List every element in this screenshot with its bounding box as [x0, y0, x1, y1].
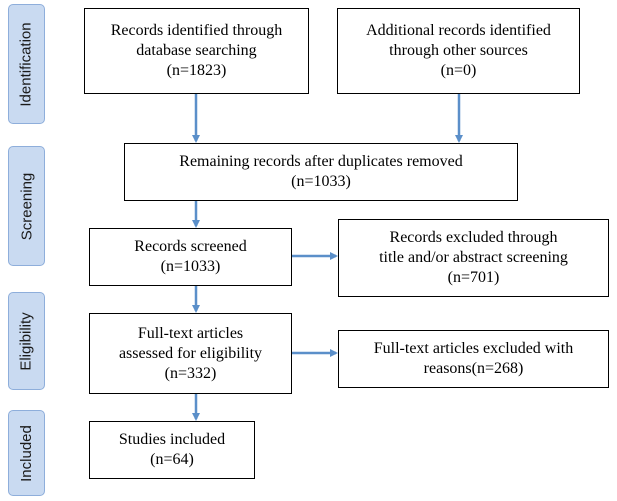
excluded-title-abstract-count: (n=701)	[447, 269, 500, 286]
box-fulltext-assessed: Full-text articles assessed for eligibil…	[89, 313, 292, 394]
box-database-records: Records identified through database sear…	[84, 8, 309, 94]
other-sources-line1: Additional records identified	[366, 22, 551, 39]
phase-screening: Screening	[8, 146, 45, 266]
phase-eligibility: Eligibility	[8, 292, 45, 390]
box-studies-included: Studies included (n=64)	[89, 421, 255, 479]
excluded-title-abstract-line1: Records excluded through	[389, 229, 558, 246]
box-excluded-title-abstract: Records excluded through title and/or ab…	[338, 219, 609, 297]
box-fulltext-excluded: Full-text articles excluded with reasons…	[338, 330, 609, 388]
records-screened-line1: Records screened	[134, 238, 247, 255]
other-sources-line2: through other sources	[389, 42, 528, 59]
studies-included-count: (n=64)	[150, 451, 194, 468]
studies-included-line1: Studies included	[118, 431, 226, 448]
duplicates-removed-line1: Remaining records after duplicates remov…	[179, 153, 463, 170]
fulltext-excluded-line1: Full-text articles excluded with	[373, 340, 574, 357]
database-records-line1: Records identified through	[110, 22, 283, 39]
database-records-count: (n=1823)	[166, 62, 227, 79]
fulltext-assessed-line1: Full-text articles	[137, 324, 244, 342]
phase-identification: Identification	[8, 4, 45, 124]
box-other-sources: Additional records identified through ot…	[337, 8, 580, 94]
excluded-title-abstract-line2: title and/or abstract screening	[379, 249, 568, 266]
duplicates-removed-count: (n=1033)	[291, 173, 351, 190]
fulltext-assessed-line2: assessed for eligibility	[118, 344, 263, 362]
records-screened-count: (n=1033)	[160, 258, 221, 275]
database-records-line2: database searching	[136, 42, 257, 59]
box-records-screened: Records screened (n=1033)	[89, 228, 292, 286]
fulltext-assessed-count: (n=332)	[164, 364, 217, 382]
box-duplicates-removed: Remaining records after duplicates remov…	[124, 143, 518, 201]
other-sources-count: (n=0)	[440, 62, 477, 79]
phase-included: Included	[8, 410, 45, 496]
fulltext-excluded-line2: reasons(n=268)	[423, 360, 524, 377]
